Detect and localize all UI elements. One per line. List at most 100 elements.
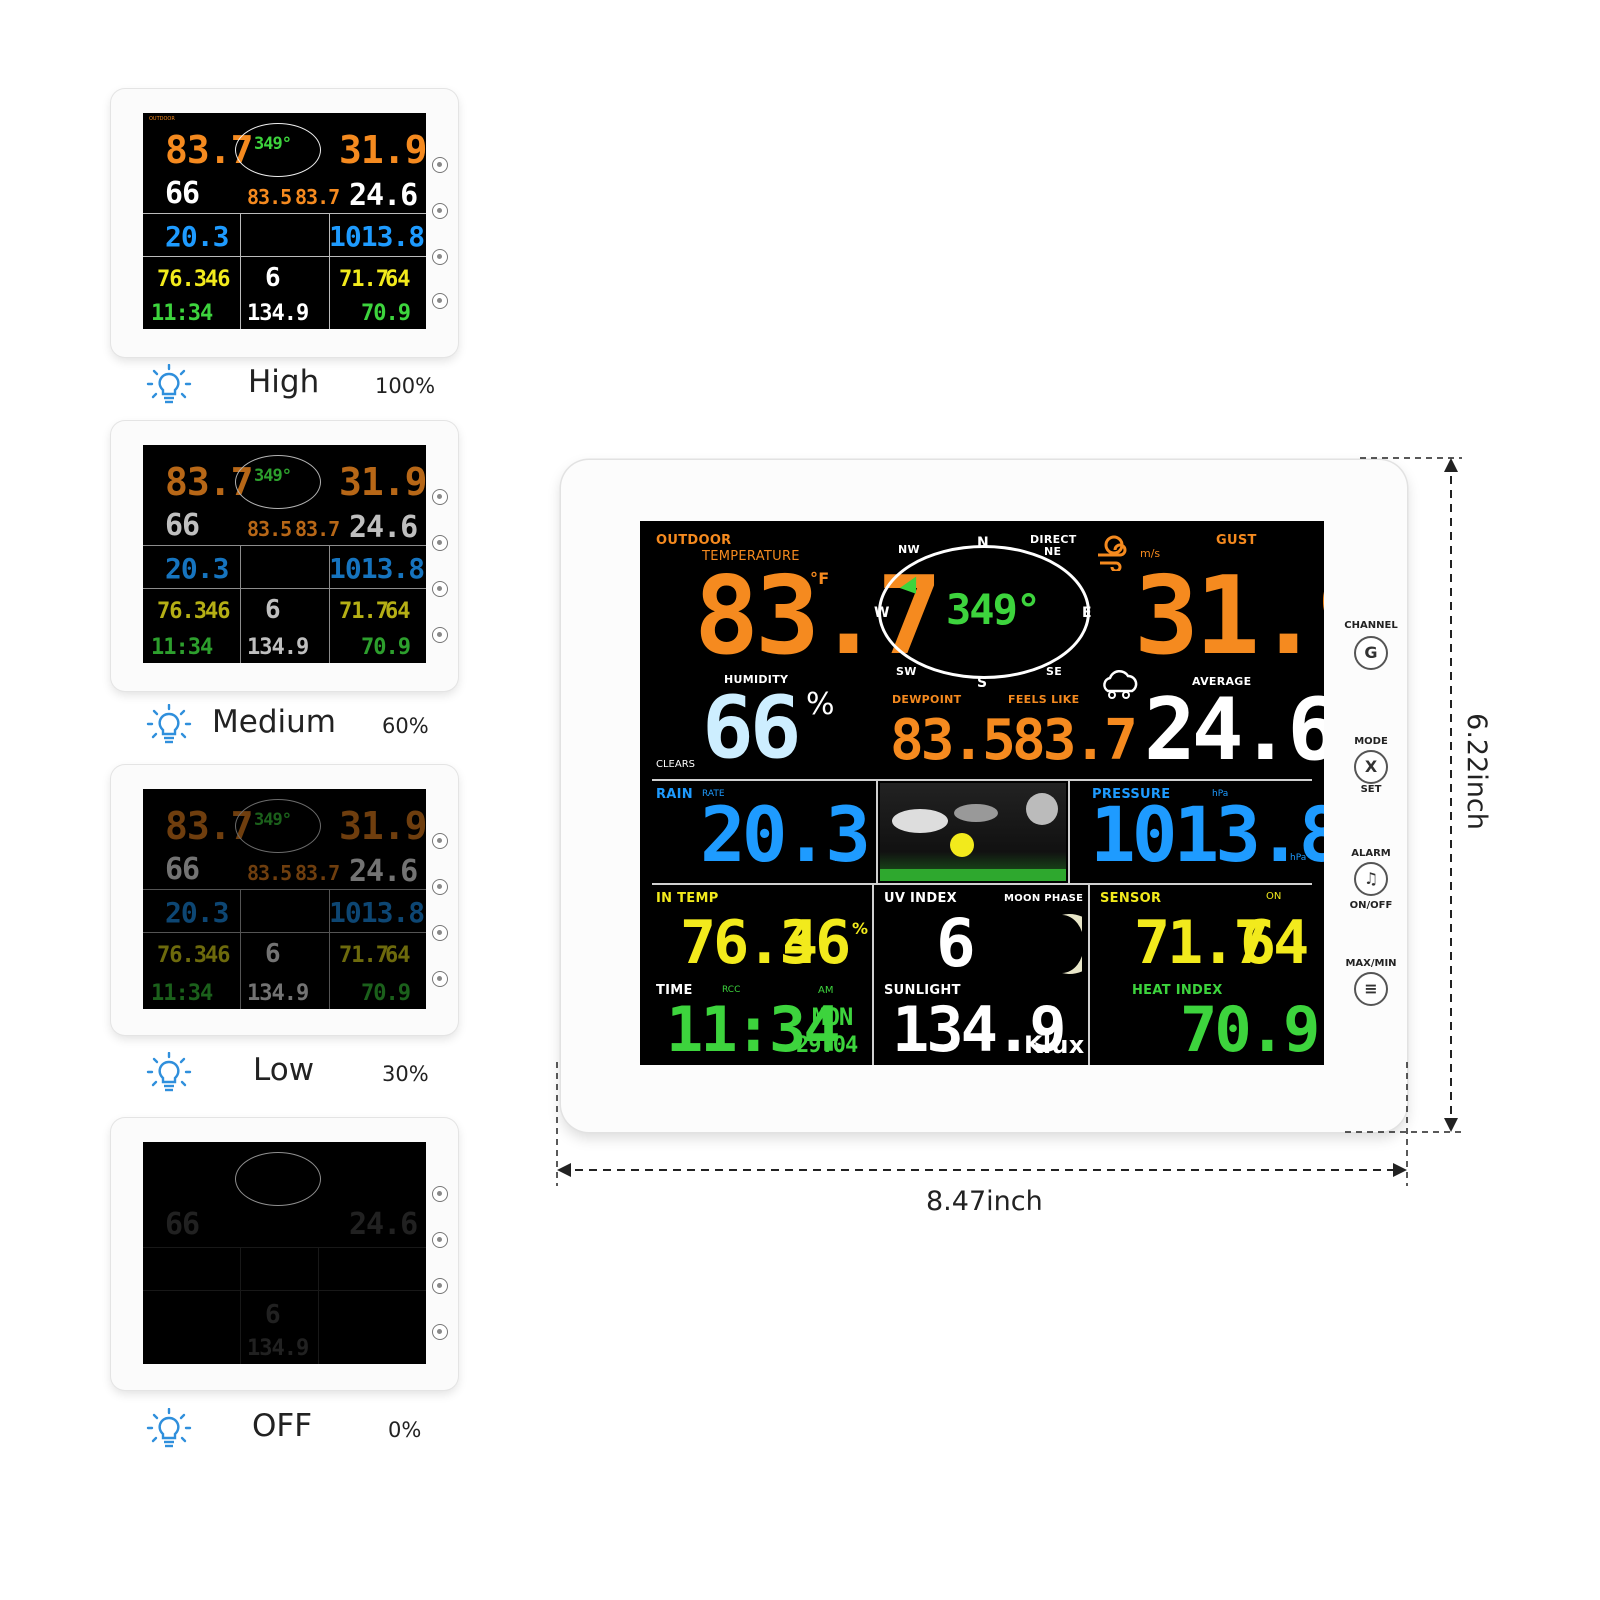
max-min-button[interactable] xyxy=(432,627,448,643)
wind-unit: m/s xyxy=(1140,547,1161,560)
gust-label: GUST xyxy=(1216,533,1257,548)
in-temp-label: IN TEMP xyxy=(656,891,719,906)
brightness-percent: 100% xyxy=(375,374,436,398)
preview-screen: OUTDOOR 83.7 349° 31.9 66 83.5 83.7 24.6… xyxy=(143,113,426,329)
forecast-image xyxy=(880,783,1066,881)
mini-humidity: 66 xyxy=(165,852,200,887)
mini-sensor-hum: 64 xyxy=(385,943,410,968)
sensor-on-label: ON xyxy=(1266,891,1282,902)
mini-sensor-hum: 64 xyxy=(385,267,410,292)
mini-gust: 31.9 xyxy=(339,128,426,172)
compass-icon xyxy=(235,799,321,853)
alarm-button[interactable] xyxy=(432,581,448,597)
mini-dewpoint: 83.5 xyxy=(247,185,292,209)
mini-dewpoint: 83.5 xyxy=(247,517,292,541)
alarm-button[interactable] xyxy=(432,249,448,265)
mini-sensor: 71.7 xyxy=(339,599,389,624)
mini-intemp: 76.3 xyxy=(157,599,207,624)
mini-intemp: 76.3 xyxy=(157,943,207,968)
alarm-button[interactable]: ♫ xyxy=(1354,862,1388,896)
mini-gust: 31.9 xyxy=(339,460,426,504)
width-dimension: 8.47inch xyxy=(926,1186,1043,1217)
rain-unit: mm xyxy=(834,851,856,864)
heat-index-label: HEAT INDEX xyxy=(1132,983,1223,998)
humidity-label: HUMIDITY xyxy=(724,673,789,686)
set-label: SET xyxy=(1360,784,1382,795)
max-min-button[interactable] xyxy=(432,293,448,309)
mode-button[interactable] xyxy=(432,1232,448,1248)
channel-button[interactable] xyxy=(432,1186,448,1202)
weekday-value: MON xyxy=(812,1003,853,1031)
channel-button[interactable]: G xyxy=(1354,636,1388,670)
average-label: AVERAGE xyxy=(1192,675,1252,688)
alarm-button[interactable] xyxy=(432,1278,448,1294)
mini-feels: 83.7 xyxy=(295,517,340,541)
channel-button[interactable] xyxy=(432,489,448,505)
compass-n: N xyxy=(977,535,990,551)
weather-station-device: OUTDOOR TEMPERATURE 83.7 °F N S W E NW N… xyxy=(561,460,1407,1132)
preview-device-off: 66 24.6 6 134.9 xyxy=(111,1118,458,1390)
brightness-row-high: High 100% xyxy=(140,362,440,408)
direct-label: DIRECT xyxy=(1030,533,1077,546)
mode-button[interactable] xyxy=(432,203,448,219)
brightness-percent: 60% xyxy=(382,714,429,738)
max-min-button[interactable] xyxy=(432,971,448,987)
compass-nw: NW xyxy=(898,543,920,556)
mini-intemp: 76.3 xyxy=(157,267,207,292)
time-label: TIME xyxy=(656,983,693,998)
channel-button[interactable] xyxy=(432,157,448,173)
mini-time: 11:34 xyxy=(151,981,213,1006)
mini-feels: 83.7 xyxy=(295,185,340,209)
compass-sw: SW xyxy=(896,665,917,678)
mini-sensor: 71.7 xyxy=(339,943,389,968)
max-min-button[interactable] xyxy=(432,1324,448,1340)
mode-button[interactable]: X xyxy=(1354,750,1388,784)
in-humidity-percent: % xyxy=(852,919,869,938)
uv-value: 6 xyxy=(936,905,976,982)
preview-screen: 66 24.6 6 134.9 xyxy=(143,1142,426,1364)
sunlight-label: SUNLIGHT xyxy=(884,983,961,998)
sunlight-unit: Klux xyxy=(1024,1031,1085,1059)
mini-wind-dir: 349° xyxy=(254,134,292,154)
brightness-name: Medium xyxy=(212,704,336,740)
max-min-button[interactable]: ≡ xyxy=(1354,972,1388,1006)
mode-button[interactable] xyxy=(432,879,448,895)
humidity-percent: % xyxy=(806,687,835,722)
gust-value: 31.9 xyxy=(1134,554,1324,679)
mini-rain: 20.3 xyxy=(165,220,229,253)
channel-button[interactable] xyxy=(432,833,448,849)
dewpoint-label: DEWPOINT xyxy=(892,693,962,706)
sensor-humidity-value: 64 xyxy=(1240,908,1309,978)
mini-time: 11:34 xyxy=(151,635,213,660)
clears-label: CLEARS xyxy=(656,759,696,770)
preview-device-high: OUTDOOR 83.7 349° 31.9 66 83.5 83.7 24.6… xyxy=(111,89,458,357)
mini-sunlight: 134.9 xyxy=(247,981,309,1006)
in-temp-value: 76.3 xyxy=(680,908,815,978)
mini-heat: 70.9 xyxy=(361,635,411,660)
mini-pressure: 1013.8 xyxy=(329,896,425,929)
mode-button[interactable] xyxy=(432,535,448,551)
temperature-label: TEMPERATURE xyxy=(702,549,800,564)
divider xyxy=(1068,781,1070,883)
brightness-name: High xyxy=(248,364,320,400)
mini-sunlight: 134.9 xyxy=(247,1336,309,1361)
mini-inhum: 46 xyxy=(205,599,230,624)
alarm-label: ALARM xyxy=(1351,848,1391,859)
dewpoint-value: 83.5 xyxy=(890,708,1016,773)
divider xyxy=(652,779,1312,781)
wind-direction-value: 349° xyxy=(946,585,1041,634)
mini-rain: 20.3 xyxy=(165,552,229,585)
heat-index-value: 70.9 xyxy=(1180,993,1320,1065)
sunlight-value: 134.9 xyxy=(892,993,1067,1065)
preview-device-low: 83.7 349° 31.9 66 83.5 83.7 24.6 20.3 10… xyxy=(111,765,458,1035)
alarm-button[interactable] xyxy=(432,925,448,941)
brightness-row-off: OFF 0% xyxy=(140,1406,440,1452)
compass-icon xyxy=(235,123,321,177)
mini-inhum: 46 xyxy=(205,943,230,968)
divider xyxy=(872,885,874,1065)
date-value: 29.04 xyxy=(796,1033,858,1058)
mini-sensor: 71.7 xyxy=(339,267,389,292)
in-humidity-value: 46 xyxy=(782,908,851,978)
lcd-display: OUTDOOR TEMPERATURE 83.7 °F N S W E NW N… xyxy=(640,521,1324,1065)
